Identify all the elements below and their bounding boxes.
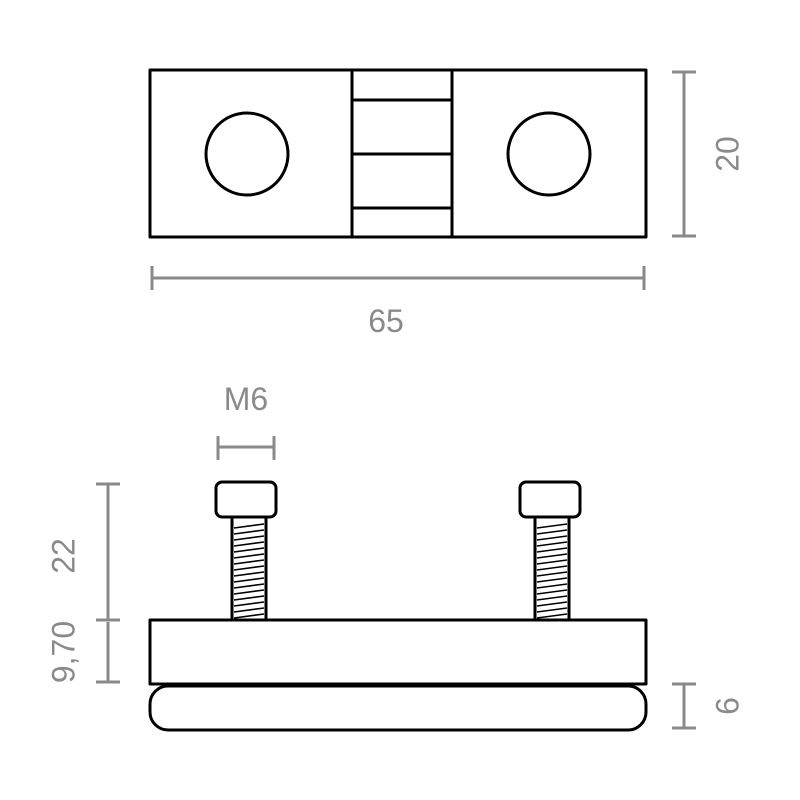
dimension-width-label: 65	[368, 303, 404, 339]
thread-line	[233, 571, 265, 577]
bolt-right	[518, 480, 582, 622]
dimension-thread: M6	[216, 381, 276, 460]
thread-line	[233, 553, 265, 559]
top-view	[148, 68, 648, 239]
thread-line	[233, 535, 265, 541]
base-plate	[148, 618, 648, 686]
thread-line	[536, 583, 568, 589]
bolt-thread	[536, 523, 568, 619]
thread-line	[233, 523, 265, 529]
thread-line	[536, 589, 568, 595]
thread-line	[536, 571, 568, 577]
dimension-bolt-length-label: 22	[45, 538, 81, 574]
thread-line	[233, 607, 265, 613]
dimension-bolt-length: 22	[45, 482, 120, 622]
thread-line	[233, 541, 265, 547]
thread-line	[233, 601, 265, 607]
thread-line	[536, 547, 568, 553]
thread-line	[233, 559, 265, 565]
dimension-base-height-label: 9,70	[45, 621, 81, 683]
dimension-pad-height-label: 6	[709, 697, 745, 715]
thread-line	[233, 613, 265, 619]
dimension-thread-label: M6	[224, 381, 268, 417]
bolt-left	[214, 480, 278, 622]
thread-line	[536, 577, 568, 583]
thread-line	[233, 577, 265, 583]
thread-line	[536, 541, 568, 547]
thread-line	[233, 565, 265, 571]
thread-line	[536, 535, 568, 541]
thread-line	[536, 559, 568, 565]
thread-line	[536, 523, 568, 529]
bolt-thread	[233, 523, 265, 619]
thread-line	[536, 595, 568, 601]
dimension-height: 20	[672, 70, 745, 238]
thread-line	[233, 583, 265, 589]
thread-line	[536, 613, 568, 619]
thread-line	[536, 565, 568, 571]
thread-line	[233, 595, 265, 601]
thread-line	[536, 553, 568, 559]
thread-line	[536, 607, 568, 613]
thread-line	[233, 547, 265, 553]
thread-line	[233, 529, 265, 535]
rubber-pad	[148, 684, 648, 732]
side-view	[148, 480, 648, 732]
thread-line	[536, 529, 568, 535]
bolt-head	[518, 480, 582, 519]
dimension-height-label: 20	[709, 136, 745, 172]
mounting-hole-left	[204, 111, 290, 197]
bolt-head	[214, 480, 278, 519]
thread-line	[536, 601, 568, 607]
thread-line	[233, 589, 265, 595]
mounting-hole-right	[506, 111, 592, 197]
dimension-base-height: 9,70	[45, 621, 120, 684]
dimension-pad-height: 6	[672, 682, 745, 730]
dimension-width: 65	[150, 266, 646, 339]
